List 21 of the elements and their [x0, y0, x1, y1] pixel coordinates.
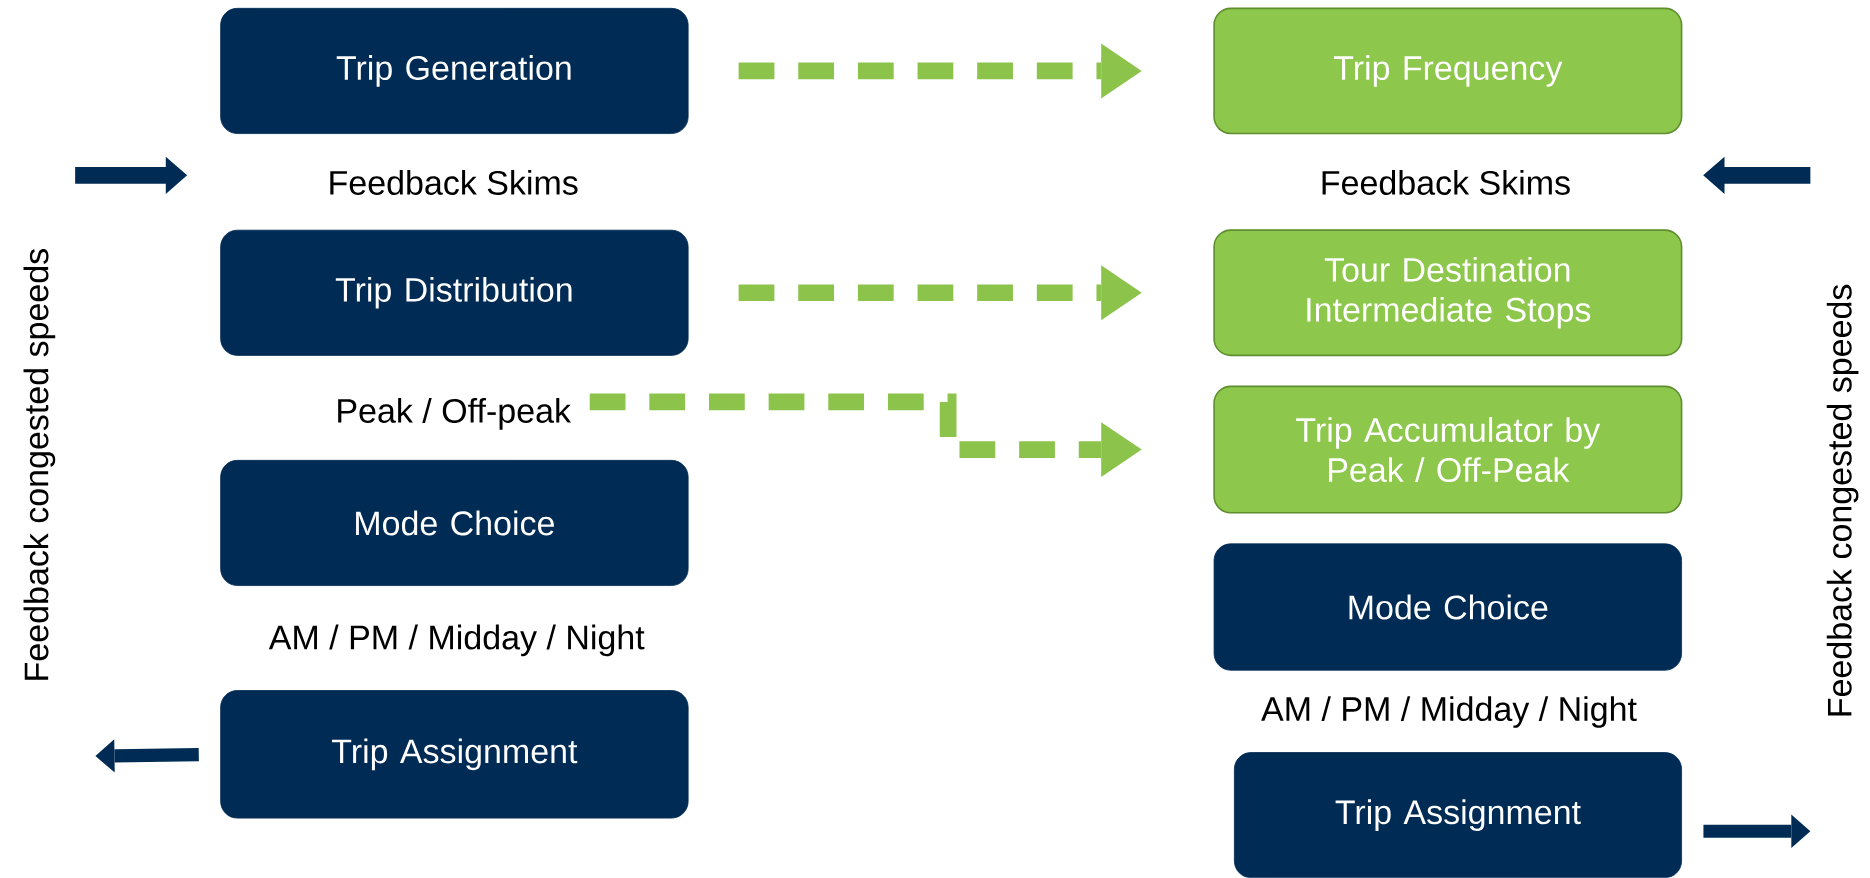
process-box: Trip Assignment: [220, 690, 689, 819]
process-box: Trip Accumulator by Peak / Off-Peak: [1213, 385, 1683, 514]
process-box: Trip Distribution: [220, 229, 689, 356]
arrow: [95, 739, 199, 773]
process-box: Trip Frequency: [1213, 7, 1683, 135]
vertical-label: Feedback congested speeds: [23, 249, 56, 680]
process-box: Mode Choice: [1213, 543, 1682, 671]
period-label: Peak / Off-peak: [338, 398, 572, 430]
arrow: [589, 393, 1142, 478]
time-period-label: AM / PM / Midday / Night: [1261, 696, 1637, 728]
time-period-label: AM / PM / Midday / Night: [268, 624, 645, 657]
feedback-label: Feedback Skims: [1322, 170, 1570, 196]
arrow: [738, 43, 1142, 99]
arrow: [738, 265, 1142, 321]
process-box: Trip Generation: [220, 8, 689, 135]
process-box: Mode Choice: [220, 460, 689, 587]
process-box: Tour Destination Intermediate Stops: [1213, 229, 1683, 357]
process-box: Trip Assignment: [1233, 752, 1682, 878]
vertical-label: Feedback congested speeds: [1826, 284, 1859, 716]
feedback-label: Feedback Skims: [330, 170, 578, 196]
arrow: [1703, 814, 1811, 849]
